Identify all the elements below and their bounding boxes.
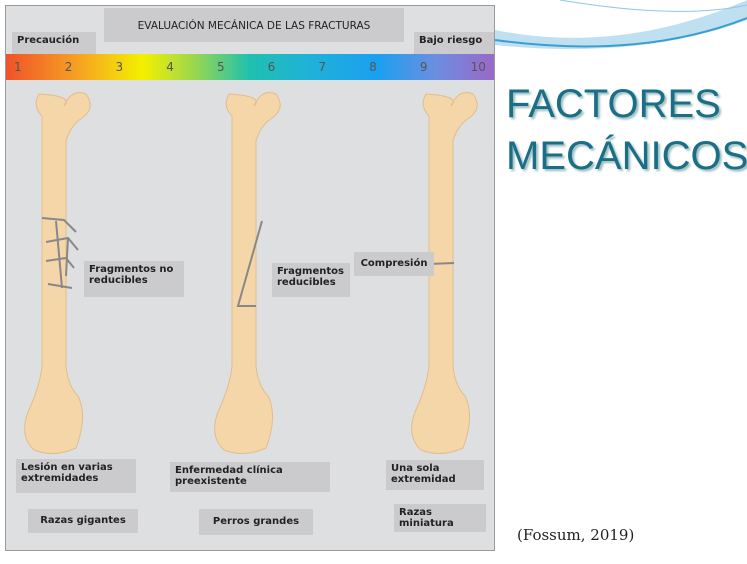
label-giant-breeds: Razas gigantes — [28, 509, 138, 533]
scale-tick: 7 — [318, 60, 327, 74]
label-single-limb: Una sola extremidad — [386, 460, 484, 490]
label-large-dogs: Perros grandes — [199, 509, 313, 535]
label-miniature-breeds: Razas miniatura — [394, 504, 486, 532]
scale-tick: 8 — [369, 60, 377, 74]
fracture-assessment-figure: EVALUACIÓN MECÁNICA DE LAS FRACTURAS Pre… — [5, 5, 495, 551]
scale-tick: 4 — [166, 60, 174, 74]
decorative-swoosh — [494, 0, 747, 50]
title-line-1: FACTORES — [506, 82, 721, 126]
figure-header: EVALUACIÓN MECÁNICA DE LAS FRACTURAS — [104, 8, 404, 42]
citation: (Fossum, 2019) — [517, 526, 635, 544]
label-reducible: Fragmentos reducibles — [272, 263, 350, 297]
label-preexisting-disease: Enfermedad clínica preexistente — [170, 462, 330, 492]
scale-tick: 5 — [216, 60, 225, 74]
low-risk-label: Bajo riesgo — [414, 32, 494, 54]
scale-tick: 6 — [267, 60, 276, 74]
scale-tick: 1 — [14, 60, 22, 74]
slide-title: FACTORES MECÁNICOS — [506, 78, 747, 182]
title-line-2: MECÁNICOS — [506, 134, 747, 178]
precaution-label: Precaución — [12, 32, 96, 54]
scale-tick: 3 — [115, 60, 124, 74]
label-compression: Compresión — [354, 252, 434, 276]
label-non-reducible: Fragmentos no reducibles — [84, 261, 184, 297]
scale-tick: 10 — [470, 60, 486, 74]
scale-tick: 9 — [419, 60, 428, 74]
femur-comminuted — [24, 92, 91, 455]
risk-scale: 1 2 3 4 5 6 7 8 9 10 — [6, 54, 494, 80]
label-multiple-limbs: Lesión en varias extremidades — [16, 459, 136, 493]
scale-tick: 2 — [64, 60, 73, 74]
